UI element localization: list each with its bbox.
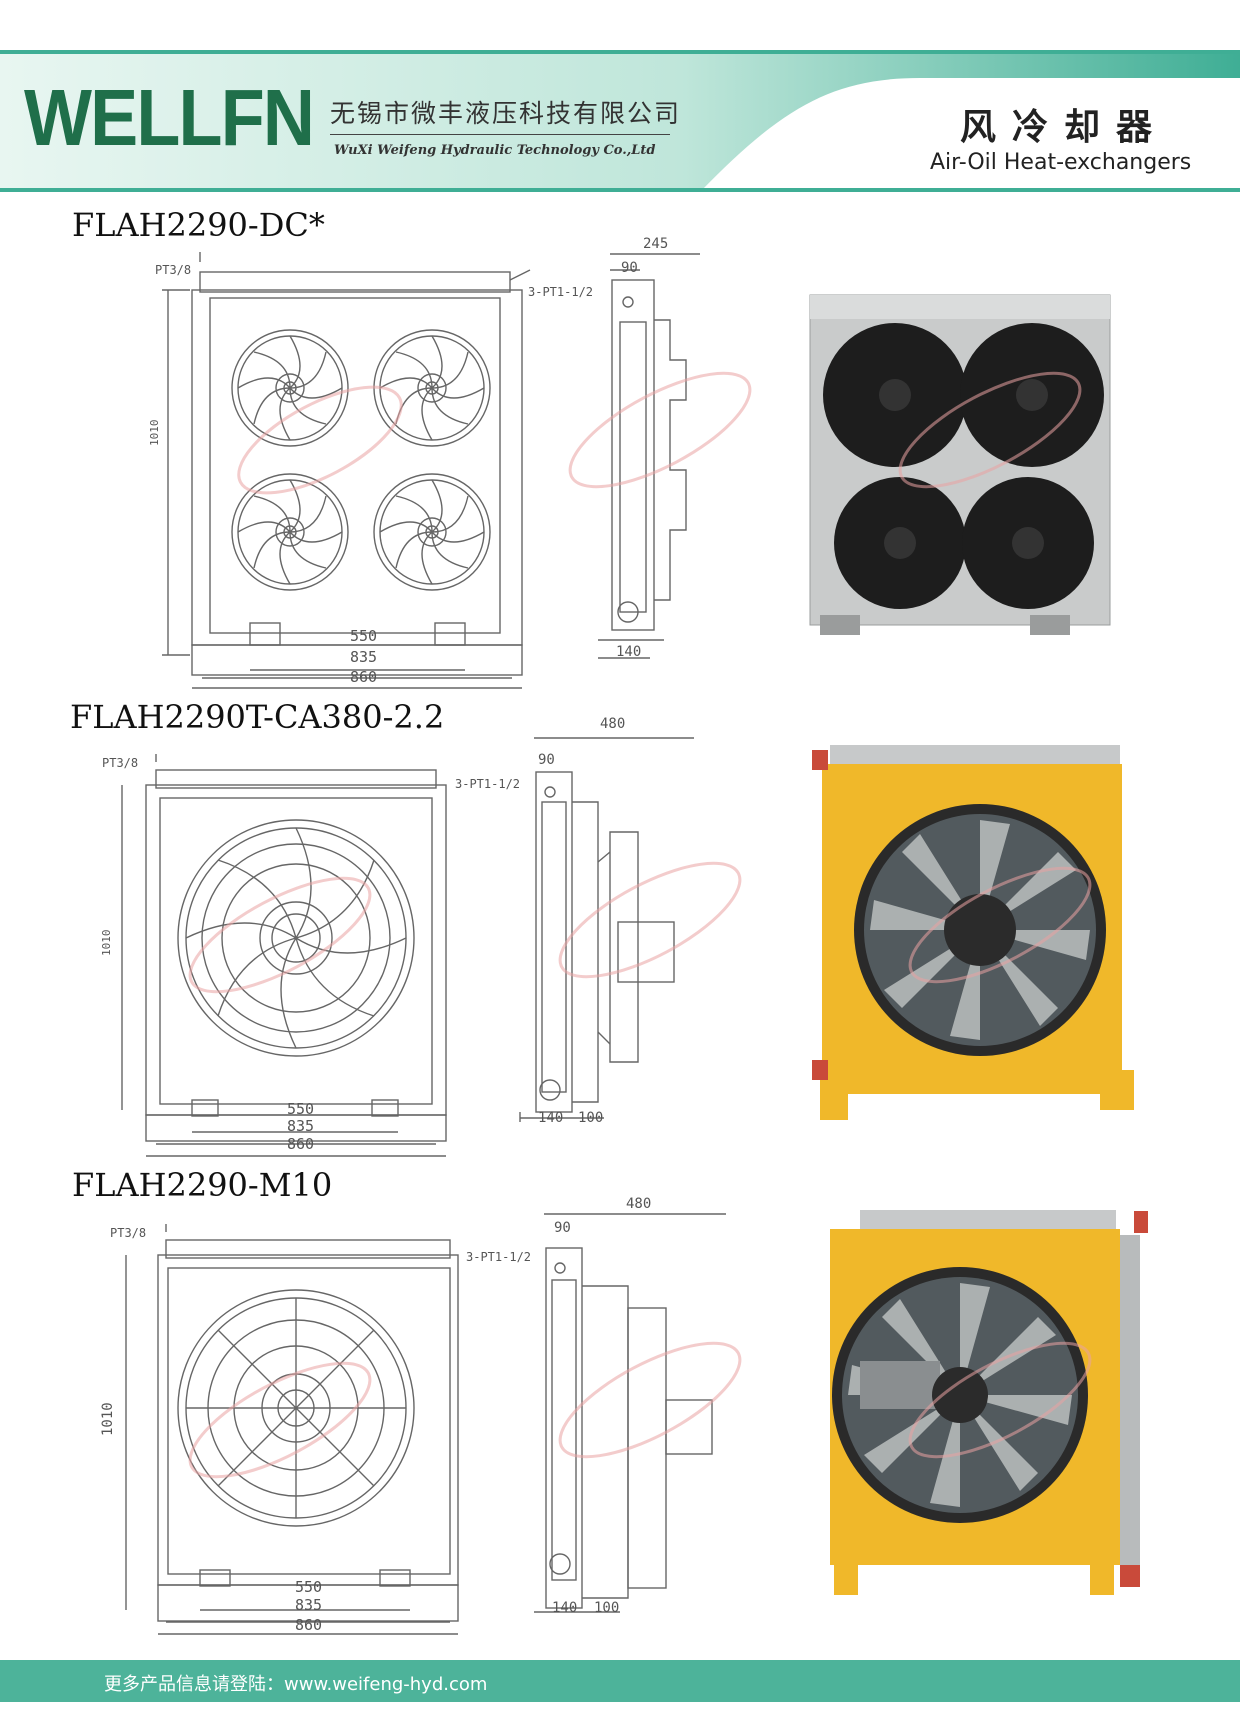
width-mid-3: 835 [295, 1596, 323, 1614]
side-depth-2: 480 [600, 716, 626, 732]
port-in-label-3: PT3/8 [110, 1226, 147, 1240]
port-in-label-1: PT3/8 [155, 263, 192, 277]
side-bottom-2: 140 [538, 1110, 564, 1126]
company-name-en: WuXi Weifeng Hydraulic Technology Co.,Lt… [334, 143, 656, 158]
width-outer-3: 860 [295, 1616, 323, 1634]
company-name-cn: 无锡市微丰液压科技有限公司 [330, 99, 682, 128]
height-dim-3: 1010 [100, 1402, 116, 1436]
height-dim-1: 1010 [150, 420, 161, 447]
width-mid-1: 835 [350, 648, 378, 666]
model-title-2: FLAH2290T-CA380-2.2 [70, 698, 445, 736]
side-drawing-3 [534, 1213, 726, 1613]
height-dim-2: 1010 [100, 930, 113, 957]
side-depth-3: 480 [626, 1196, 652, 1212]
header-banner [0, 50, 1240, 192]
company-divider [330, 134, 670, 135]
svg-text:1010: 1010 [100, 930, 113, 957]
side-top-2: 90 [538, 752, 555, 768]
front-drawing-3: 1010 [100, 1224, 459, 1635]
side-bottom-1: 140 [616, 644, 642, 660]
side-bottom2-2: 100 [578, 1110, 604, 1126]
footer-website[interactable]: 更多产品信息请登陆：www.weifeng-hyd.com [104, 1674, 488, 1695]
side-top-1: 90 [621, 260, 638, 276]
product-photo-2 [812, 745, 1134, 1120]
svg-text:1010: 1010 [150, 420, 161, 447]
product-photo-3 [830, 1210, 1148, 1595]
width-outer-2: 860 [287, 1135, 315, 1153]
side-bottom-3: 140 [552, 1600, 578, 1616]
port-out-label-2: 3-PT1-1/2 [455, 777, 521, 791]
width-inner-2: 550 [287, 1100, 315, 1118]
product-photo-1 [809, 294, 1111, 635]
page-title-en: Air-Oil Heat-exchangers [930, 150, 1192, 175]
width-inner-1: 550 [350, 627, 378, 645]
side-drawing-2 [519, 737, 694, 1122]
footer-bar [0, 1660, 1240, 1702]
page-title-cn: 风冷却器 [960, 106, 1169, 148]
side-bottom2-3: 100 [594, 1600, 620, 1616]
side-depth-1: 245 [643, 236, 669, 252]
width-mid-2: 835 [287, 1117, 315, 1135]
front-drawing-2: 1010 [100, 754, 447, 1157]
model-title-1: FLAH2290-DC* [72, 206, 325, 244]
side-top-3: 90 [554, 1220, 571, 1236]
svg-text:1010: 1010 [100, 1402, 116, 1436]
width-inner-3: 550 [295, 1578, 323, 1596]
port-out-label-1: 3-PT1-1/2 [528, 285, 594, 299]
side-drawing-1 [598, 253, 700, 659]
width-outer-1: 860 [350, 668, 378, 686]
brand-logo: WELLFN [24, 73, 315, 162]
model-title-3: FLAH2290-M10 [72, 1166, 333, 1204]
port-in-label-2: PT3/8 [102, 756, 139, 770]
port-out-label-3: 3-PT1-1/2 [466, 1250, 532, 1264]
